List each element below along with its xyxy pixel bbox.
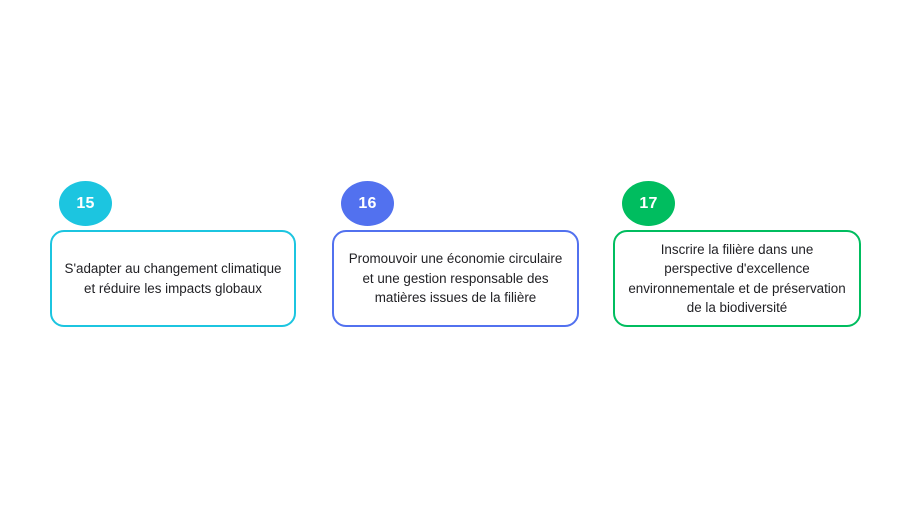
objective-card-text-15: S'adapter au changement climatique et ré… xyxy=(64,261,282,296)
card-badge-15: 15 xyxy=(59,181,112,226)
objective-card-17[interactable]: Inscrire la filière dans une perspective… xyxy=(613,230,861,327)
card-badge-number-17: 17 xyxy=(639,194,658,212)
objective-card-text-17: Inscrire la filière dans une perspective… xyxy=(628,241,846,316)
objective-card-group-16: 16 Promouvoir une économie circulaire et… xyxy=(332,181,579,327)
card-badge-number-16: 16 xyxy=(358,194,377,212)
objective-card-16[interactable]: Promouvoir une économie circulaire et un… xyxy=(332,230,579,327)
card-badge-number-15: 15 xyxy=(76,194,95,212)
objective-card-15[interactable]: S'adapter au changement climatique et ré… xyxy=(50,230,296,327)
objective-card-group-17: 17 Inscrire la filière dans une perspect… xyxy=(613,181,861,327)
card-badge-16: 16 xyxy=(341,181,394,226)
objective-card-group-15: 15 S'adapter au changement climatique et… xyxy=(50,181,296,327)
card-badge-17: 17 xyxy=(622,181,675,226)
objective-card-text-16: Promouvoir une économie circulaire et un… xyxy=(348,251,563,306)
